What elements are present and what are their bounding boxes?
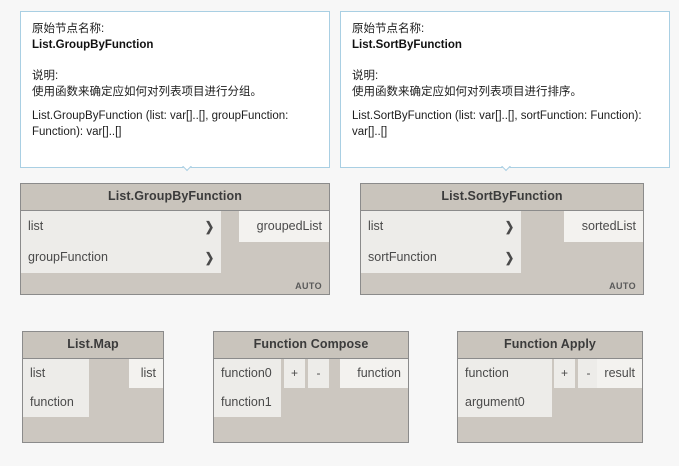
chevron-right-icon[interactable]: ❯ xyxy=(504,218,515,234)
input-port-function[interactable]: function xyxy=(23,387,89,417)
input-port-label: list xyxy=(28,219,44,233)
output-port-sortedlist[interactable]: sortedList xyxy=(564,210,643,242)
output-port-result[interactable]: result xyxy=(597,358,642,388)
node-title[interactable]: Function Compose xyxy=(214,332,408,359)
tooltip-name-label: 原始节点名称: xyxy=(352,23,425,35)
input-port-list[interactable]: list ❯ xyxy=(361,210,521,242)
tooltip-name-label: 原始节点名称: xyxy=(32,23,105,35)
tooltip-pointer-notch xyxy=(181,166,194,173)
input-port-label: function1 xyxy=(221,395,272,409)
input-port-label: list xyxy=(368,219,384,233)
input-port-list[interactable]: list xyxy=(23,358,89,388)
node-body[interactable]: list function list xyxy=(23,358,163,442)
remove-input-button[interactable]: - xyxy=(578,358,599,388)
tooltip-signature: List.SortByFunction (list: var[]..[], so… xyxy=(352,110,642,138)
input-port-label: function0 xyxy=(221,366,272,380)
node-body[interactable]: list ❯ sortFunction ❯ sortedList AUTO xyxy=(361,210,643,294)
tooltip-desc-label: 说明: xyxy=(352,70,379,83)
output-port-function[interactable]: function xyxy=(340,358,408,388)
input-port-argument0[interactable]: argument0 xyxy=(458,387,552,417)
output-port-label: list xyxy=(140,366,156,380)
remove-input-button[interactable]: - xyxy=(308,358,329,388)
output-port-label: function xyxy=(357,366,401,380)
node-list-map[interactable]: List.Map list function list xyxy=(22,331,164,443)
output-port-label: groupedList xyxy=(256,219,322,233)
output-port-list[interactable]: list xyxy=(129,358,163,388)
node-title[interactable]: Function Apply xyxy=(458,332,642,359)
tooltip-name-value: List.SortByFunction xyxy=(352,38,462,51)
input-port-list[interactable]: list ❯ xyxy=(21,210,221,242)
tooltip-signature: List.GroupByFunction (list: var[]..[], g… xyxy=(32,110,289,138)
tooltip-spacer xyxy=(352,53,658,69)
node-title[interactable]: List.Map xyxy=(23,332,163,359)
input-port-sortfunction[interactable]: sortFunction ❯ xyxy=(361,241,521,273)
node-function-compose[interactable]: Function Compose function0 function1 + -… xyxy=(213,331,409,443)
tooltip-pointer-notch xyxy=(500,166,513,173)
input-port-label: groupFunction xyxy=(28,250,108,264)
chevron-right-icon[interactable]: ❯ xyxy=(204,218,215,234)
node-body[interactable]: list ❯ groupFunction ❯ groupedList AUTO xyxy=(21,210,329,294)
add-input-button[interactable]: + xyxy=(554,358,575,388)
output-port-label: result xyxy=(604,366,635,380)
output-port-label: sortedList xyxy=(581,219,636,233)
tooltip-spacer-small xyxy=(352,100,658,109)
input-port-label: argument0 xyxy=(465,395,525,409)
tooltip-desc-value: 使用函数来确定应如何对列表项目进行分组。 xyxy=(32,85,262,98)
node-body[interactable]: function0 function1 + - function xyxy=(214,358,408,442)
node-list-groupbyfunction[interactable]: List.GroupByFunction list ❯ groupFunctio… xyxy=(20,183,330,295)
node-title[interactable]: List.SortByFunction xyxy=(361,184,643,211)
input-port-function[interactable]: function xyxy=(458,358,552,388)
tooltip-spacer-small xyxy=(32,100,318,109)
output-port-groupedlist[interactable]: groupedList xyxy=(239,210,329,242)
node-function-apply[interactable]: Function Apply function argument0 + - re… xyxy=(457,331,643,443)
lacing-badge[interactable]: AUTO xyxy=(609,281,636,291)
chevron-right-icon[interactable]: ❯ xyxy=(204,249,215,265)
tooltip-spacer xyxy=(32,53,318,69)
tooltip-desc-value: 使用函数来确定应如何对列表项目进行排序。 xyxy=(352,85,582,98)
node-list-sortbyfunction[interactable]: List.SortByFunction list ❯ sortFunction … xyxy=(360,183,644,295)
tooltip-group-by-function: 原始节点名称: List.GroupByFunction 说明: 使用函数来确定… xyxy=(20,11,330,168)
lacing-badge[interactable]: AUTO xyxy=(295,281,322,291)
input-port-groupfunction[interactable]: groupFunction ❯ xyxy=(21,241,221,273)
node-title[interactable]: List.GroupByFunction xyxy=(21,184,329,211)
input-port-label: function xyxy=(30,395,74,409)
input-port-label: function xyxy=(465,366,509,380)
tooltip-desc-label: 说明: xyxy=(32,70,59,83)
chevron-right-icon[interactable]: ❯ xyxy=(504,249,515,265)
add-input-button[interactable]: + xyxy=(284,358,305,388)
tooltip-name-value: List.GroupByFunction xyxy=(32,38,154,51)
input-port-function1[interactable]: function1 xyxy=(214,387,281,417)
node-body[interactable]: function argument0 + - result xyxy=(458,358,642,442)
input-port-label: sortFunction xyxy=(368,250,437,264)
input-port-label: list xyxy=(30,366,46,380)
input-port-function0[interactable]: function0 xyxy=(214,358,281,388)
tooltip-sort-by-function: 原始节点名称: List.SortByFunction 说明: 使用函数来确定应… xyxy=(340,11,670,168)
